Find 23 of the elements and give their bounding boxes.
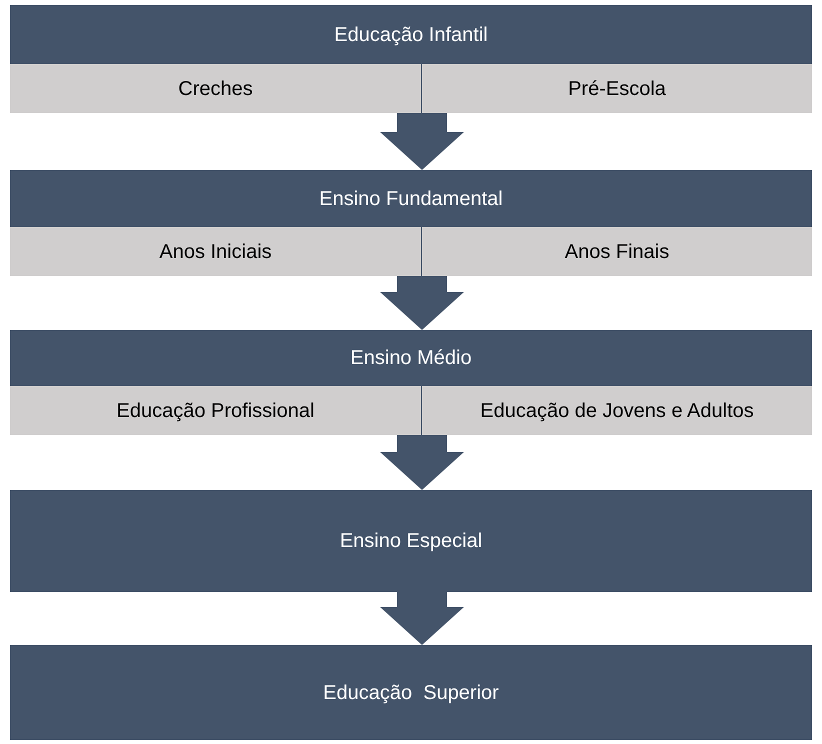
- stage-title: Educação Infantil: [333, 22, 489, 46]
- level-cell: [422, 64, 812, 113]
- level-label: Pré-Escola: [567, 76, 667, 100]
- level-cell: [422, 227, 812, 276]
- block-arrow: [380, 113, 464, 170]
- level-cell: [10, 64, 421, 113]
- level-label: Anos Finais: [564, 240, 670, 264]
- level-label: Educação Profissional: [116, 398, 316, 422]
- block-arrow: [380, 592, 464, 645]
- block-arrow: [380, 435, 464, 490]
- stage-band: [10, 645, 812, 740]
- level-label: Educação de Jovens e Adultos: [479, 398, 755, 422]
- stage-title: Ensino Médio: [349, 346, 473, 370]
- block-arrow: [380, 276, 464, 330]
- level-label: Anos Iniciais: [158, 240, 273, 264]
- stage-title: Educação Superior: [322, 680, 500, 704]
- stage-title: Ensino Especial: [338, 529, 484, 553]
- level-label: Creches: [177, 76, 254, 100]
- stage-title: Ensino Fundamental: [318, 186, 504, 210]
- stage-band: [10, 490, 812, 592]
- level-cell: [10, 386, 421, 435]
- level-cell: [422, 386, 812, 435]
- level-cell: [10, 227, 421, 276]
